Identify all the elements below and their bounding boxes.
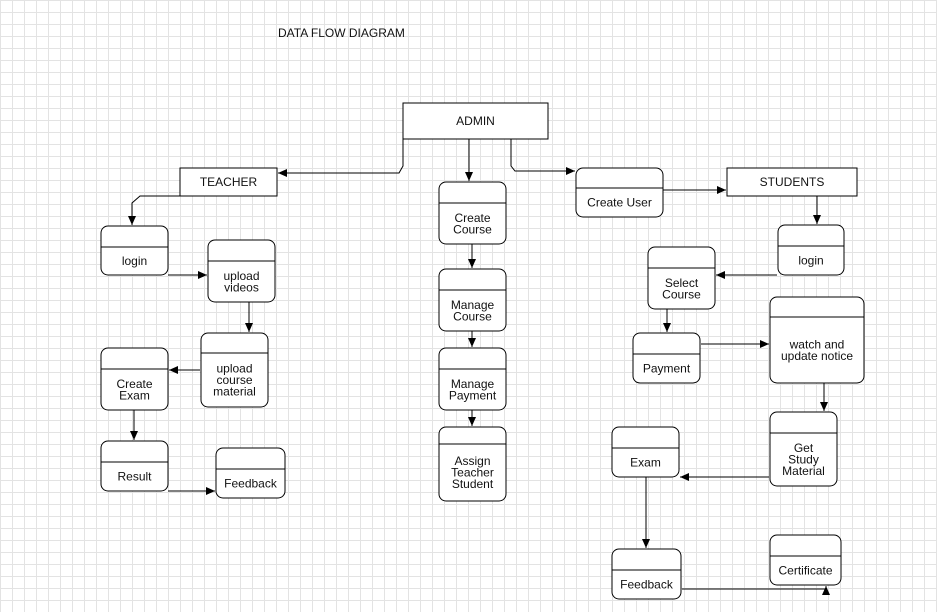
node-teacher-feedback[interactable]: Feedback: [215, 447, 286, 499]
arrow-admin-to-create_user: [510, 139, 575, 175]
entity-box: [726, 167, 858, 197]
node-label: ADMIN: [456, 114, 495, 128]
node-label: Feedback: [224, 477, 278, 491]
process-box: [438, 268, 507, 332]
node-label: Exam: [630, 456, 661, 470]
arrow-student_feedback-to-certificate: [682, 586, 830, 595]
node-label: login: [798, 254, 823, 268]
node-label: STUDENTS: [760, 175, 825, 189]
node-admin[interactable]: ADMIN: [402, 102, 549, 140]
process-box: [438, 181, 507, 245]
node-certificate[interactable]: Certificate: [769, 534, 842, 586]
node-teacher-login[interactable]: login: [100, 225, 169, 276]
node-result[interactable]: Result: [100, 440, 169, 492]
node-label: Payment: [643, 362, 691, 376]
process-box: [100, 347, 169, 411]
process-box: [215, 447, 286, 499]
node-label: TEACHER: [200, 175, 258, 189]
process-box: [769, 296, 865, 384]
process-box: [438, 347, 507, 411]
process-box: [438, 426, 507, 502]
node-payment[interactable]: Payment: [632, 332, 701, 384]
process-box: [207, 239, 276, 303]
node-exam[interactable]: Exam: [611, 426, 680, 478]
node-students[interactable]: STUDENTS: [726, 167, 858, 197]
process-box: [100, 225, 169, 276]
process-box: [769, 411, 838, 487]
process-box: [632, 332, 701, 384]
process-box: [647, 246, 716, 310]
node-teacher[interactable]: TEACHER: [179, 167, 278, 197]
node-student-login[interactable]: login: [777, 224, 845, 276]
process-box: [777, 224, 845, 276]
arrow-admin-to-teacher: [278, 139, 404, 177]
process-box: [611, 548, 682, 600]
node-label: Create User: [587, 196, 652, 210]
process-box: [100, 440, 169, 492]
process-box: [769, 534, 842, 586]
node-create-user[interactable]: Create User: [575, 167, 664, 218]
node-student-feedback[interactable]: Feedback: [611, 548, 682, 600]
node-label: login: [122, 254, 147, 268]
process-box: [200, 332, 269, 408]
diagram-title: DATA FLOW DIAGRAM: [278, 26, 405, 40]
process-box: [611, 426, 680, 478]
node-label: Result: [117, 470, 152, 484]
node-label: Feedback: [620, 578, 674, 592]
process-box: [575, 167, 664, 218]
node-label: Certificate: [778, 564, 832, 578]
entity-box: [179, 167, 278, 197]
arrow-teacher-to-teacher_login: [128, 195, 207, 225]
entity-box: [402, 102, 549, 140]
